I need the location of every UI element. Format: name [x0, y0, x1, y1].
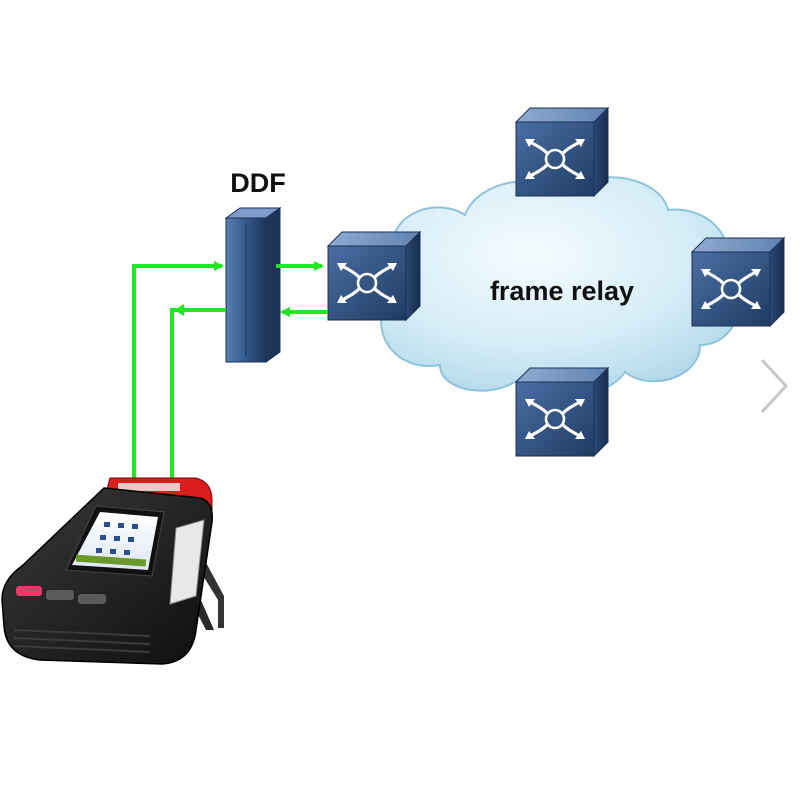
tester-menu-button[interactable]	[78, 594, 106, 604]
switch-crossbar-arrows-icon	[326, 230, 422, 322]
handheld-tester	[1, 477, 224, 665]
cloud-label: frame relay	[490, 276, 634, 306]
tester-screen-icons	[96, 522, 138, 555]
tester-function-button[interactable]	[46, 590, 74, 600]
switch-bottom	[514, 366, 610, 458]
switch-crossbar-arrows-icon	[514, 106, 610, 198]
switch-crossbar-arrows-icon	[514, 366, 610, 458]
link-tester-to-ddf	[132, 261, 224, 478]
link-return-arrow	[174, 304, 184, 316]
ddf-rack: DDF	[224, 168, 286, 363]
switch-crossbar-arrows-icon	[690, 236, 786, 328]
ddf-label: DDF	[230, 168, 286, 198]
switch-top	[514, 106, 610, 198]
chevron-right-icon[interactable]	[748, 352, 792, 424]
signal-links	[132, 261, 328, 478]
switch-left	[326, 230, 422, 322]
tester-power-button[interactable]	[16, 586, 42, 596]
switch-right	[690, 236, 786, 328]
tester-speaker-grille	[13, 629, 151, 653]
link-ddf-to-tester	[170, 308, 226, 478]
